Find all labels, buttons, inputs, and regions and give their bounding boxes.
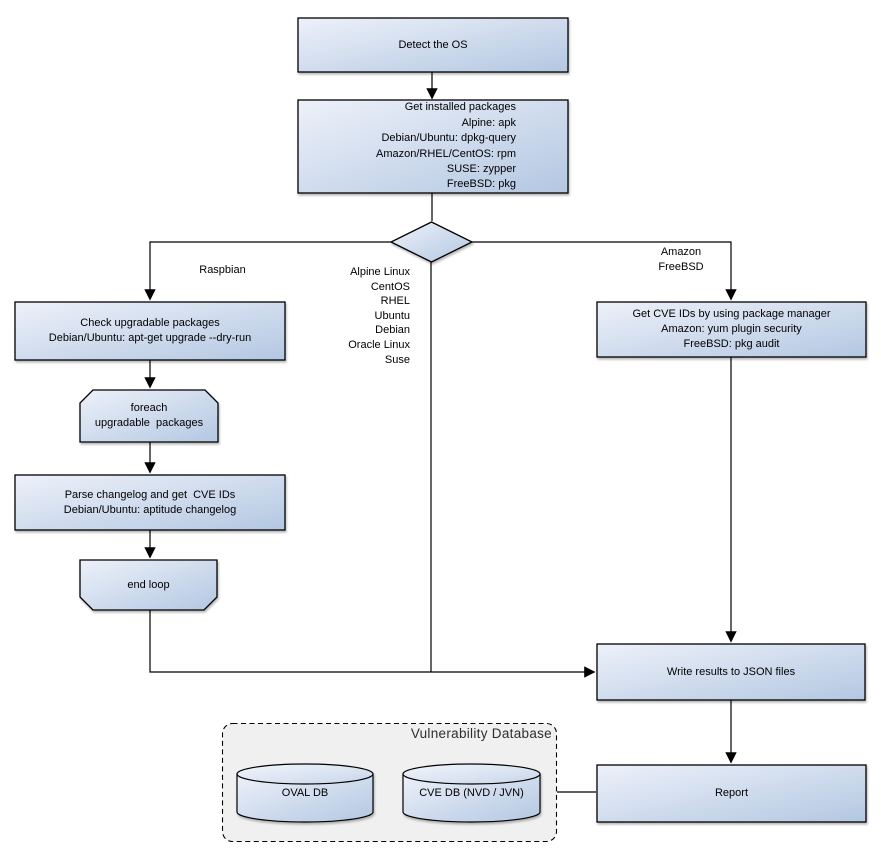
- edge-decision-to-check-raspbian: [144, 241, 391, 301]
- oval-db-cylinder-top: [236, 763, 374, 785]
- node-get-cve-ids-shape: [596, 301, 867, 358]
- edge-decision-to-getcve-amazon-freebsd: [472, 241, 737, 301]
- cve-db-cylinder-body: [402, 773, 541, 823]
- node-report-shape: [596, 764, 867, 823]
- node-write-results-shape: [596, 643, 866, 701]
- node-check-upgradable-shape: [14, 301, 286, 361]
- node-parse-changelog-shape: [14, 474, 286, 531]
- node-end-loop-shape: [79, 559, 218, 611]
- node-detect-os-shape: [297, 17, 569, 73]
- node-get-installed-packages-shape: [297, 99, 569, 194]
- cve-db-cylinder-top: [402, 763, 541, 785]
- edge-endloop-to-write: [149, 610, 596, 678]
- node-decision-diamond: [389, 221, 474, 263]
- node-foreach-loop-shape: [79, 389, 219, 443]
- oval-db-cylinder-body: [236, 773, 374, 823]
